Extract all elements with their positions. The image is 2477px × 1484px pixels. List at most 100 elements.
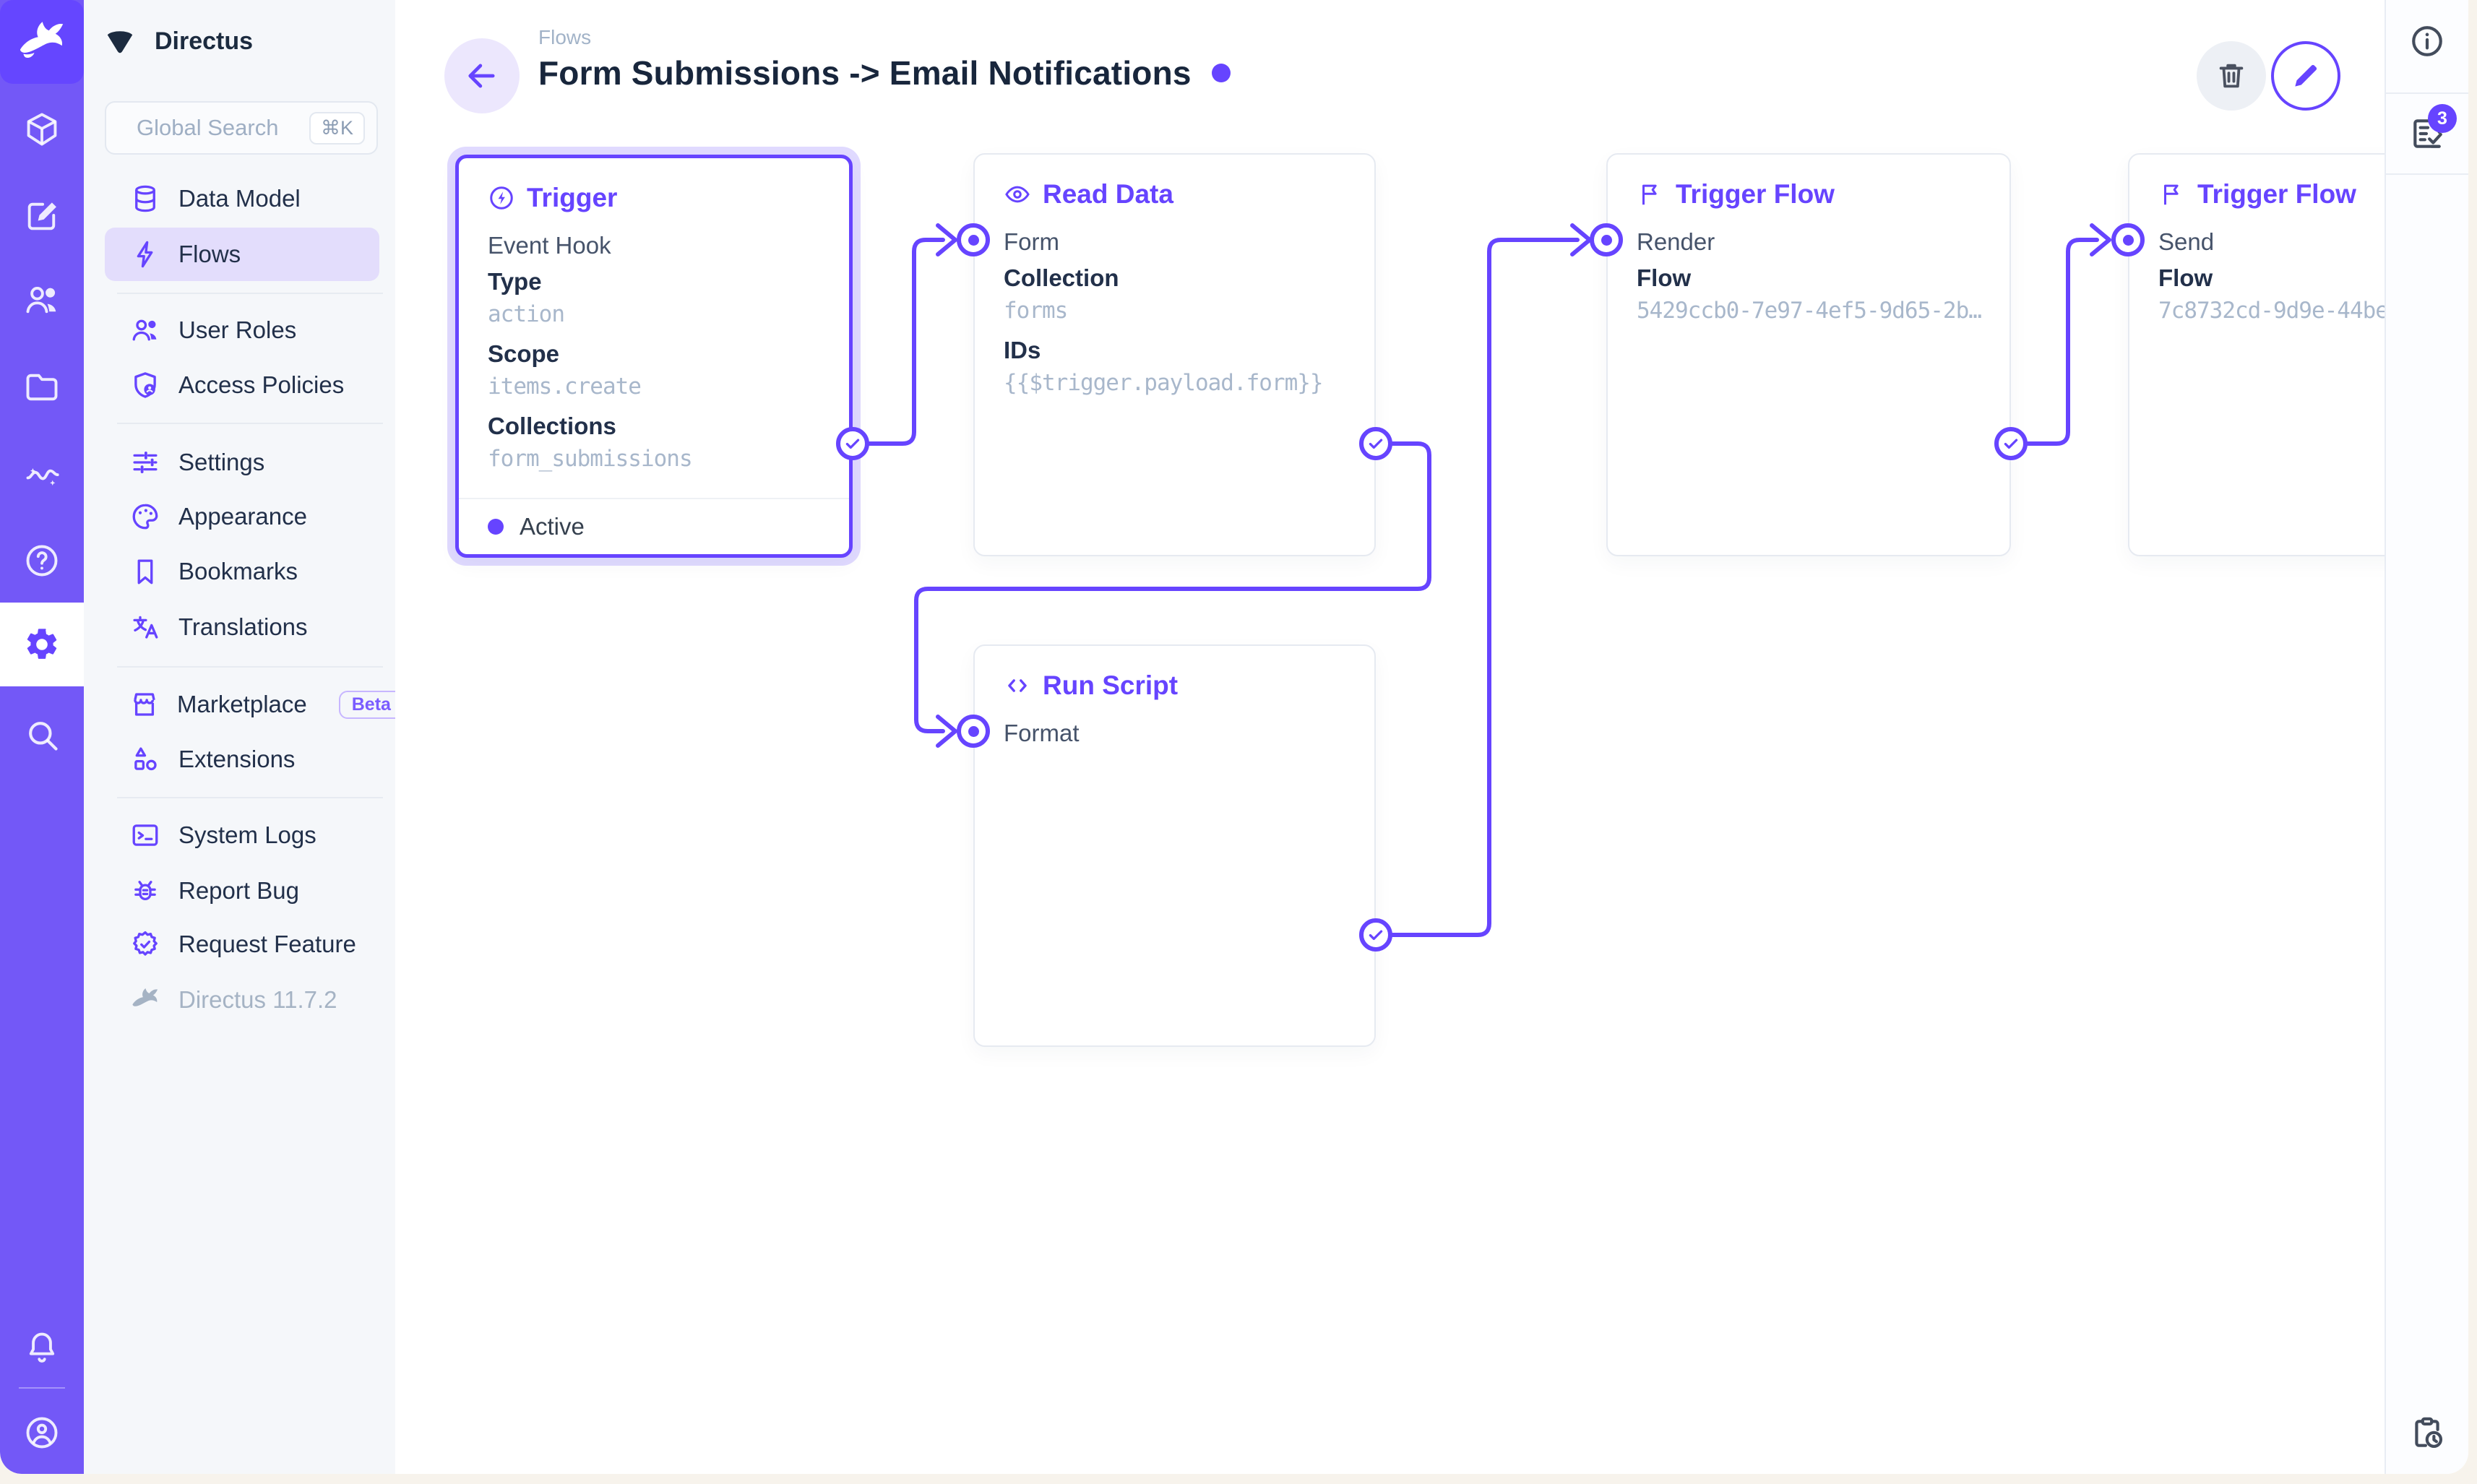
sidebar-item-system-logs[interactable]: System Logs bbox=[105, 808, 379, 862]
module-global-search[interactable] bbox=[0, 693, 84, 777]
trash-icon bbox=[2219, 64, 2244, 88]
sidebar-item-marketplace[interactable]: Marketplace Beta bbox=[105, 678, 404, 731]
sidebar-item-translations[interactable]: Translations bbox=[105, 600, 379, 654]
beta-badge: Beta bbox=[338, 690, 404, 719]
run-script-input-connector[interactable] bbox=[957, 715, 990, 748]
read-data-input-connector[interactable] bbox=[957, 223, 990, 256]
edit-icon bbox=[27, 202, 56, 230]
trigger-flow-render-resolve-connector[interactable] bbox=[1994, 427, 2028, 460]
module-settings[interactable] bbox=[0, 603, 84, 686]
trigger-kind: Event Hook bbox=[488, 232, 611, 259]
read-data-resolve-connector[interactable] bbox=[1359, 427, 1392, 460]
bookmark-icon bbox=[129, 556, 161, 587]
trigger-flow-render-header: Trigger Flow bbox=[1637, 179, 1835, 210]
right-sidebar: 3 bbox=[2385, 0, 2468, 1474]
trigger-flow-render-input-connector[interactable] bbox=[1590, 223, 1623, 256]
sidebar: Directus Global Search ⌘K Data Model Flo… bbox=[84, 0, 404, 1474]
input-dot bbox=[968, 234, 979, 246]
field-name: Collections bbox=[488, 413, 616, 439]
sidebar-item-flows[interactable]: Flows bbox=[105, 228, 379, 281]
module-insights[interactable] bbox=[0, 432, 84, 516]
arrow-left-icon bbox=[468, 64, 495, 88]
flow-canvas[interactable]: Flows Form Submissions -> Email Notifica… bbox=[395, 0, 2385, 1474]
module-editor[interactable] bbox=[0, 174, 84, 258]
people-icon bbox=[26, 287, 56, 314]
sidebar-item-data-model[interactable]: Data Model bbox=[105, 172, 379, 225]
notification-badge: 3 bbox=[2428, 104, 2457, 133]
page-title: Form Submissions -> Email Notifications bbox=[538, 54, 1192, 92]
module-user-directory[interactable] bbox=[0, 258, 84, 342]
trigger-flow-render-panel[interactable]: Trigger Flow Render Flow 5429ccb0-7e97-4… bbox=[1606, 153, 2011, 556]
help-icon bbox=[26, 545, 58, 577]
edit-flow-button[interactable] bbox=[2271, 41, 2340, 111]
module-content[interactable] bbox=[0, 87, 84, 171]
trigger-flow-send-header: Trigger Flow bbox=[2158, 179, 2356, 210]
directus-logo[interactable] bbox=[0, 0, 84, 84]
notifications-button[interactable] bbox=[0, 1306, 84, 1389]
page-title-row: Form Submissions -> Email Notifications bbox=[538, 53, 1231, 92]
module-file-library[interactable] bbox=[0, 345, 84, 429]
sidebar-divider bbox=[117, 797, 383, 798]
logs-button[interactable]: 3 bbox=[2386, 94, 2468, 173]
module-help[interactable] bbox=[0, 519, 84, 603]
sidebar-item-appearance[interactable]: Appearance bbox=[105, 490, 379, 543]
trigger-resolve-connector[interactable] bbox=[836, 427, 869, 460]
field-name: Flow bbox=[1637, 264, 1692, 291]
field-name: Collection bbox=[1004, 264, 1119, 291]
operation-key: Format bbox=[1004, 720, 1080, 746]
tune-icon bbox=[129, 447, 161, 478]
back-button[interactable] bbox=[444, 38, 520, 113]
sidebar-item-request-feature[interactable]: Request Feature bbox=[105, 918, 379, 971]
translate-icon bbox=[129, 611, 161, 643]
field-value: action bbox=[488, 301, 565, 327]
flow-run-history-button[interactable] bbox=[2386, 1393, 2468, 1472]
project-name: Directus bbox=[155, 27, 254, 55]
rabbit-icon bbox=[129, 984, 161, 1016]
check-icon bbox=[2004, 439, 2018, 449]
field-value: 5429ccb0-7e97-4ef5-9d65-2b… bbox=[1637, 298, 1982, 324]
input-dot bbox=[2122, 234, 2134, 246]
run-script-panel[interactable]: Run Script Format bbox=[973, 644, 1376, 1047]
terminal-icon bbox=[129, 819, 161, 851]
sidebar-version: Directus 11.7.2 bbox=[105, 973, 379, 1027]
sidebar-item-report-bug[interactable]: Report Bug bbox=[105, 864, 379, 918]
sidebar-item-access-policies[interactable]: Access Policies bbox=[105, 358, 379, 412]
clipboard-clock-icon bbox=[2415, 1417, 2443, 1449]
input-dot bbox=[968, 725, 979, 737]
field-name: Type bbox=[488, 268, 542, 295]
project-header[interactable]: Directus bbox=[104, 16, 253, 66]
folder-icon bbox=[26, 374, 58, 401]
extension-icon bbox=[129, 743, 161, 775]
run-script-resolve-connector[interactable] bbox=[1359, 918, 1392, 952]
user-menu-button[interactable] bbox=[0, 1391, 84, 1474]
field-value: 7c8732cd-9d9e-44be bbox=[2158, 298, 2385, 324]
read-data-panel[interactable]: Read Data Form Collection forms IDs {{$t… bbox=[973, 153, 1376, 556]
rail-divider bbox=[2386, 92, 2468, 94]
trigger-panel[interactable]: Trigger Event Hook Type action Scope ite… bbox=[455, 155, 853, 558]
breadcrumb[interactable]: Flows bbox=[538, 26, 592, 48]
sidebar-item-settings[interactable]: Settings bbox=[105, 436, 379, 489]
sidebar-item-extensions[interactable]: Extensions bbox=[105, 733, 379, 786]
field-name: Scope bbox=[488, 340, 560, 367]
global-search-input[interactable]: Global Search ⌘K bbox=[105, 101, 378, 155]
storefront-icon bbox=[129, 689, 160, 720]
field-name: Flow bbox=[2158, 264, 2213, 291]
module-bar-divider bbox=[19, 1387, 65, 1389]
module-bar bbox=[0, 0, 84, 1474]
trigger-flow-send-input-connector[interactable] bbox=[2111, 223, 2145, 256]
field-value: form_submissions bbox=[488, 446, 693, 472]
sidebar-item-bookmarks[interactable]: Bookmarks bbox=[105, 545, 379, 598]
bolt-icon bbox=[129, 238, 161, 270]
flag-icon bbox=[1642, 184, 1657, 205]
box-icon bbox=[27, 113, 57, 146]
pencil-icon bbox=[2295, 64, 2317, 87]
sidebar-divider bbox=[117, 423, 383, 424]
info-button[interactable] bbox=[2386, 1, 2468, 81]
delete-flow-button[interactable] bbox=[2197, 41, 2266, 111]
trigger-flow-send-panel[interactable]: Trigger Flow Send Flow 7c8732cd-9d9e-44b… bbox=[2128, 153, 2385, 556]
operation-key: Render bbox=[1637, 228, 1715, 255]
sidebar-divider bbox=[117, 666, 383, 668]
bell-icon bbox=[29, 1332, 55, 1363]
sidebar-item-user-roles[interactable]: User Roles bbox=[105, 303, 379, 357]
avatar-icon bbox=[26, 1417, 58, 1449]
